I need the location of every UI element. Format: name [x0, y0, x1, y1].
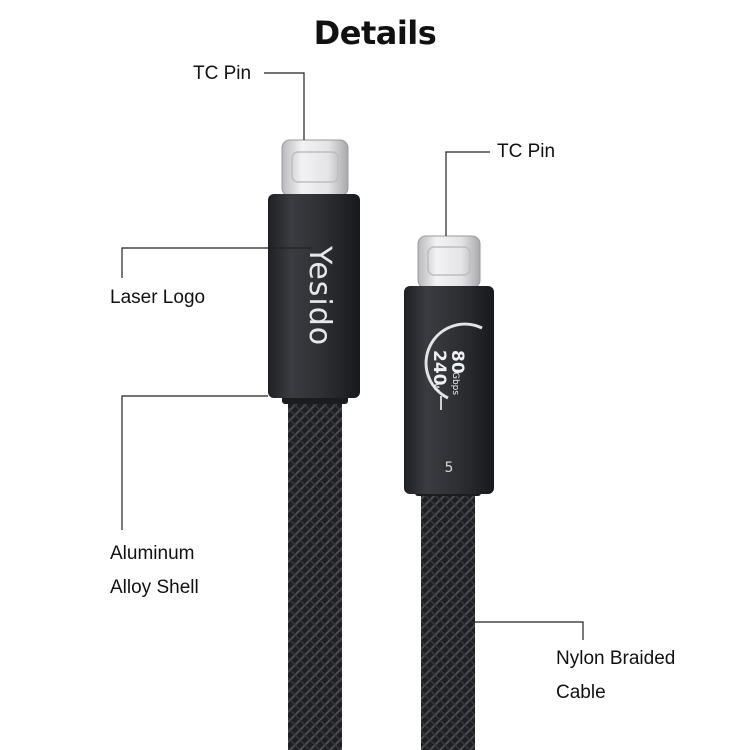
usb-version-mark: 5 — [445, 460, 454, 476]
left-connector: Yesido — [268, 139, 360, 750]
brand-logo: Yesido — [302, 245, 337, 346]
speed-unit: Gbps — [450, 372, 460, 395]
leader-nylon-cable — [471, 621, 584, 640]
speed-value: 80 — [447, 350, 467, 374]
leader-tc-pin-left — [264, 72, 305, 140]
label-nylon-cable-line-2: Cable — [556, 682, 606, 703]
right-connector: 80 Gbps 240 w 5 — [404, 235, 494, 750]
label-tc-pin-left-text: TC Pin — [193, 63, 252, 84]
label-laser-logo: Laser Logo — [110, 281, 205, 315]
speed-arc-icon — [424, 322, 483, 400]
power-value: 240 — [429, 350, 449, 386]
leader-aluminum-shell — [121, 395, 268, 530]
leader-tc-pin-right — [445, 151, 490, 236]
label-aluminum-shell-line-1: Aluminum — [110, 543, 195, 564]
label-laser-logo-text: Laser Logo — [110, 287, 206, 308]
label-tc-pin-right: TC Pin — [497, 135, 555, 169]
left-aluminum-housing — [268, 194, 360, 398]
leader-laser-logo — [121, 247, 312, 278]
label-nylon-cable-line-1: Nylon Braided — [556, 648, 676, 669]
left-cable-braid — [288, 398, 342, 750]
leader-lines — [121, 72, 584, 640]
label-tc-pin-left: TC Pin — [193, 57, 251, 91]
page-title: Details — [313, 14, 437, 52]
right-cable-braid — [421, 488, 475, 750]
label-nylon-cable: Nylon Braided Cable — [556, 642, 675, 710]
right-aluminum-housing — [404, 286, 494, 494]
power-unit: w — [431, 383, 442, 391]
label-aluminum-shell-line-2: Alloy Shell — [110, 577, 199, 598]
label-aluminum-shell: Aluminum Alloy Shell — [110, 537, 199, 605]
label-tc-pin-right-text: TC Pin — [497, 141, 556, 162]
